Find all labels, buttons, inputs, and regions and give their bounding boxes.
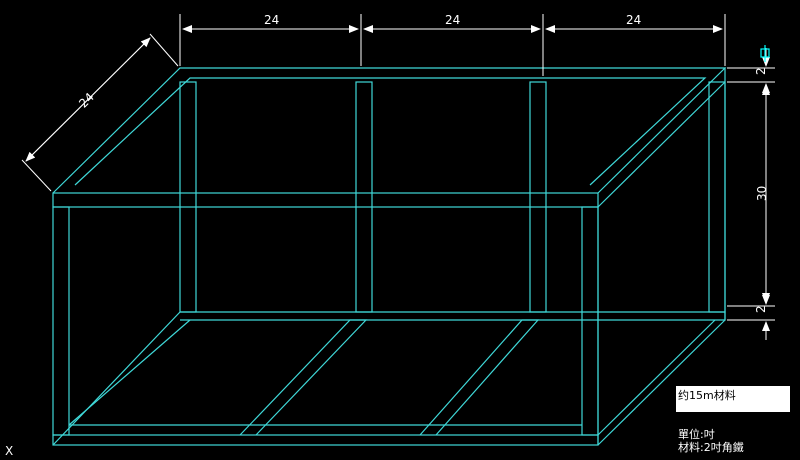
back-post-right	[708, 81, 726, 313]
material-type-note: 材料:2吋角鐵	[678, 441, 744, 454]
bottom-frame-outer	[52, 311, 181, 446]
front-post-left	[52, 206, 70, 436]
grip-marker	[760, 45, 770, 62]
dim-text-top-left: 24	[264, 13, 279, 27]
front-bottom-beam	[52, 434, 599, 446]
back-post-left	[179, 81, 197, 313]
floor-member-2	[419, 319, 540, 436]
floor-member-1	[239, 319, 368, 436]
dim-text-top-right: 24	[626, 13, 641, 27]
top-frame-inner	[74, 77, 707, 186]
back-post-3	[529, 81, 547, 313]
material-amount-note: 约15m材料	[678, 389, 736, 402]
material-note-box	[676, 386, 790, 412]
dim-text-right-height: 30	[755, 186, 769, 201]
dimensions	[21, 14, 775, 340]
back-post-2	[355, 81, 373, 313]
ucs-axis-icon: X	[5, 444, 14, 458]
top-frame-outer	[52, 67, 727, 194]
dim-text-right-bottom: 2	[754, 305, 768, 313]
front-post-right	[581, 206, 599, 436]
front-top-beam	[52, 192, 599, 208]
dim-text-right-top: 2	[754, 67, 768, 75]
dim-text-top-middle: 24	[445, 13, 460, 27]
steel-frame	[52, 67, 727, 446]
back-bottom-rail	[180, 311, 726, 321]
unit-note: 單位:吋	[678, 428, 715, 441]
